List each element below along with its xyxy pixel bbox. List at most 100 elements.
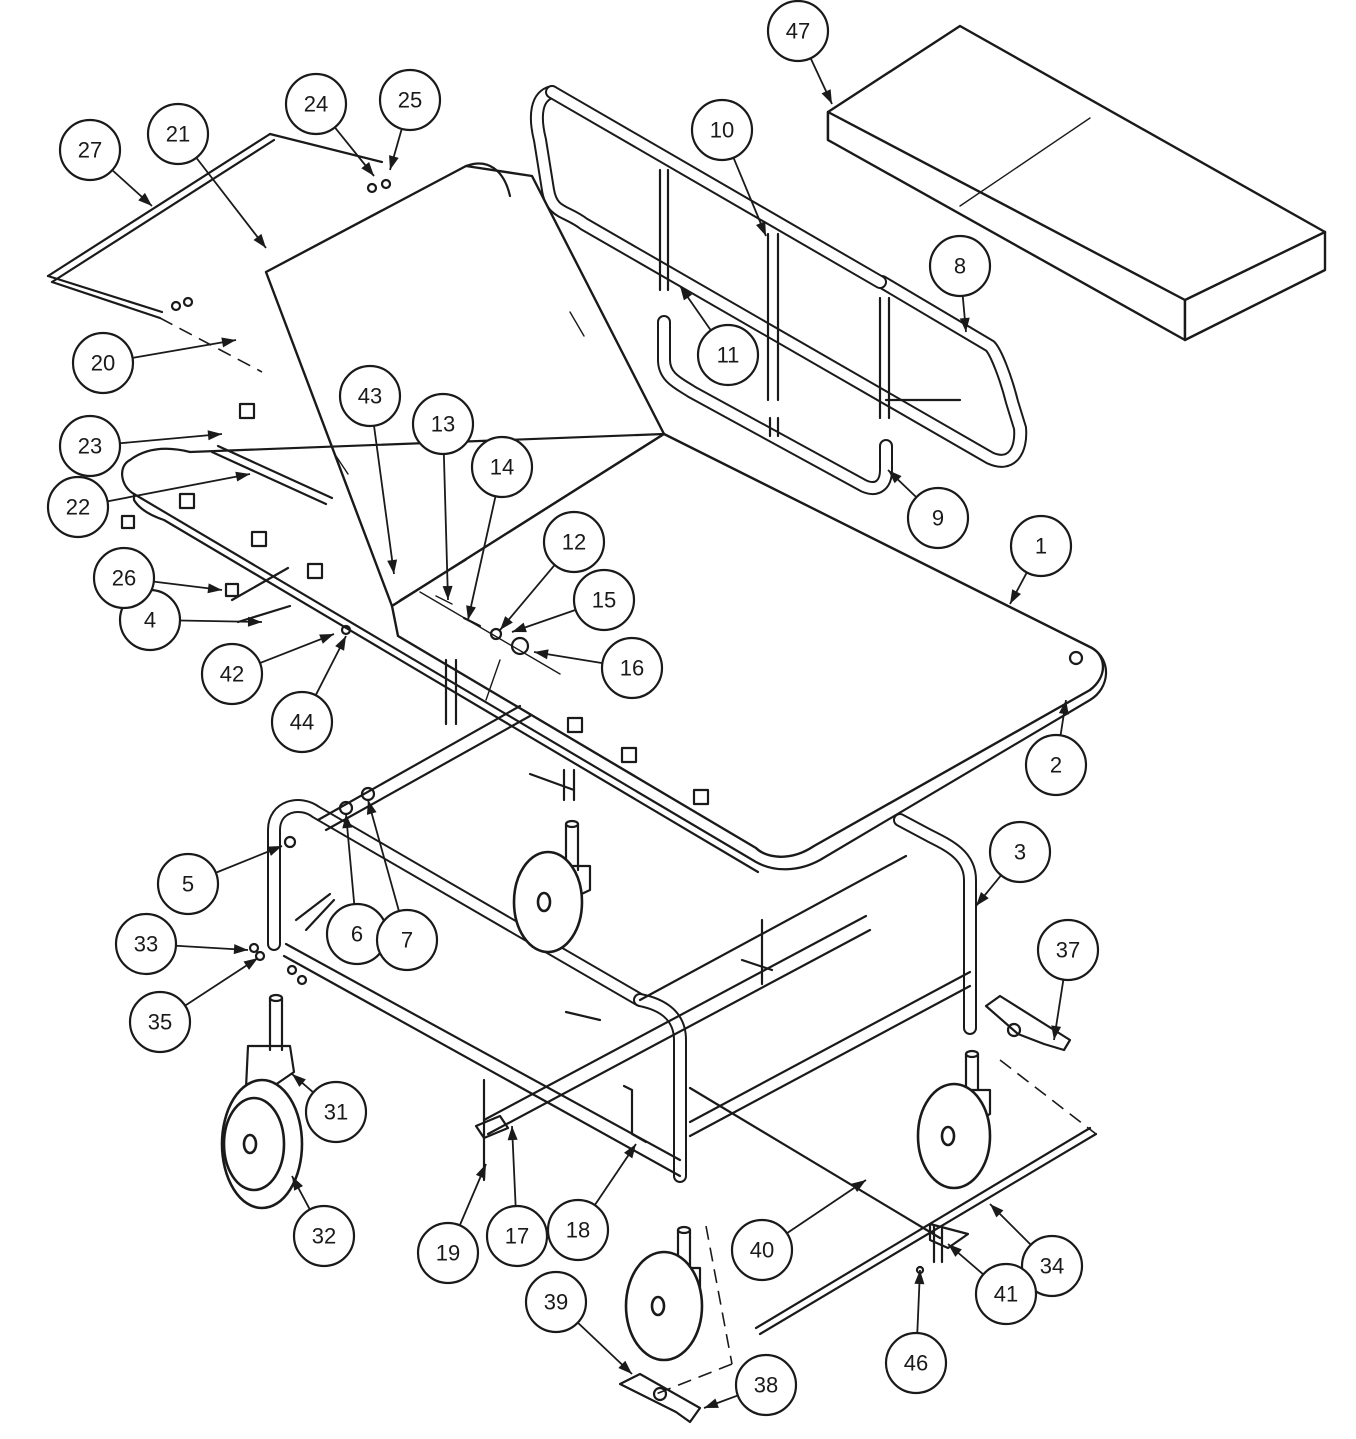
callout-8: 8 bbox=[928, 234, 992, 333]
callout-31: 31 bbox=[291, 1073, 368, 1144]
callout-16: 16 bbox=[533, 636, 664, 700]
callout-3: 3 bbox=[975, 820, 1052, 907]
callout-arrowhead bbox=[990, 1204, 1004, 1218]
callout-arrowhead bbox=[618, 1360, 632, 1374]
callout-circle bbox=[338, 364, 402, 428]
callout-leader-line bbox=[132, 339, 237, 359]
callout-number: 12 bbox=[562, 530, 586, 555]
callout-circle bbox=[542, 510, 606, 574]
callout-arrowhead bbox=[507, 1126, 518, 1141]
callout-number: 20 bbox=[91, 351, 115, 376]
callout-arrowhead bbox=[253, 233, 266, 248]
callout-33: 33 bbox=[114, 912, 249, 976]
callout-arrowhead bbox=[466, 605, 476, 620]
callout-leader-line bbox=[442, 453, 449, 601]
callout-number: 18 bbox=[566, 1218, 590, 1243]
callout-14: 14 bbox=[466, 435, 534, 621]
callout-circle bbox=[734, 1353, 798, 1417]
callout-37: 37 bbox=[1036, 918, 1100, 1041]
callout-number: 41 bbox=[994, 1282, 1018, 1307]
callout-arrowhead bbox=[138, 192, 152, 206]
callout-circle bbox=[988, 820, 1052, 884]
brake-pedal-right bbox=[984, 994, 1072, 1052]
callout-number: 38 bbox=[754, 1373, 778, 1398]
callout-number: 15 bbox=[592, 588, 616, 613]
callout-leader-line bbox=[195, 157, 267, 249]
callout-number: 16 bbox=[620, 656, 644, 681]
callout-2: 2 bbox=[1024, 699, 1088, 797]
callout-circle bbox=[1020, 1234, 1084, 1298]
callout-number: 33 bbox=[134, 932, 158, 957]
callout-circle bbox=[470, 435, 534, 499]
callout-arrowhead bbox=[976, 891, 989, 906]
callout-21: 21 bbox=[146, 102, 267, 249]
callout-circle bbox=[284, 72, 348, 136]
callout-leader-line bbox=[184, 957, 259, 1007]
callout-number: 39 bbox=[544, 1290, 568, 1315]
brake-linkage bbox=[655, 1059, 1098, 1395]
callout-40: 40 bbox=[730, 1179, 867, 1282]
callout-39: 39 bbox=[524, 1270, 633, 1375]
callout-circle bbox=[375, 908, 439, 972]
callout-arrowhead bbox=[389, 155, 399, 170]
callout-number: 31 bbox=[324, 1100, 348, 1125]
callout-circle bbox=[92, 546, 156, 610]
callout-leader-line bbox=[732, 157, 767, 237]
callout-34: 34 bbox=[989, 1203, 1084, 1298]
callout-27: 27 bbox=[58, 118, 153, 207]
callout-arrowhead bbox=[704, 1398, 719, 1408]
callout-circle bbox=[974, 1262, 1038, 1326]
callout-35: 35 bbox=[128, 957, 259, 1054]
callout-number: 4 bbox=[144, 608, 156, 633]
callout-arrowhead bbox=[914, 1270, 925, 1285]
callout-arrowhead bbox=[821, 89, 832, 104]
callout-arrowhead bbox=[292, 1074, 306, 1087]
callout-circle bbox=[71, 331, 135, 395]
callout-arrowhead bbox=[888, 470, 902, 484]
callout-number: 25 bbox=[398, 88, 422, 113]
callout-circle bbox=[304, 1080, 368, 1144]
callout-number: 26 bbox=[112, 566, 136, 591]
callout-circle bbox=[58, 414, 122, 478]
callout-24: 24 bbox=[284, 72, 375, 177]
callout-number: 13 bbox=[431, 412, 455, 437]
callout-17: 17 bbox=[485, 1125, 549, 1268]
callout-number: 3 bbox=[1014, 840, 1026, 865]
callout-arrowhead bbox=[335, 636, 346, 651]
callout-circle bbox=[1024, 733, 1088, 797]
callout-arrowhead bbox=[624, 1144, 636, 1159]
callout-circle bbox=[928, 234, 992, 298]
callout-circle bbox=[378, 68, 442, 132]
callout-circle bbox=[146, 102, 210, 166]
callout-circle bbox=[572, 568, 636, 632]
callout-arrowhead bbox=[756, 221, 766, 236]
callout-number: 44 bbox=[290, 710, 314, 735]
callout-circle bbox=[270, 690, 334, 754]
callout-number: 40 bbox=[750, 1238, 774, 1263]
callout-arrowhead bbox=[1051, 1025, 1062, 1040]
callout-15: 15 bbox=[511, 568, 636, 633]
callout-arrowhead bbox=[366, 800, 377, 815]
callout-number: 24 bbox=[304, 92, 328, 117]
callout-number: 37 bbox=[1056, 938, 1080, 963]
callout-1: 1 bbox=[1009, 514, 1073, 605]
callout-number: 5 bbox=[182, 872, 194, 897]
callout-circle bbox=[292, 1204, 356, 1268]
callout-arrowhead bbox=[361, 161, 374, 176]
callout-38: 38 bbox=[703, 1353, 798, 1417]
callout-26: 26 bbox=[92, 546, 223, 610]
callout-circle bbox=[696, 323, 760, 387]
callout-arrowhead bbox=[243, 958, 258, 970]
callout-leader-line bbox=[367, 799, 400, 912]
callout-circle bbox=[58, 118, 122, 182]
callout-circle bbox=[546, 1198, 610, 1262]
callout-arrowhead bbox=[534, 649, 549, 660]
callout-46: 46 bbox=[884, 1269, 948, 1395]
callout-leader-line bbox=[786, 1179, 867, 1234]
callout-arrowhead bbox=[959, 317, 970, 332]
callout-circle bbox=[730, 1218, 794, 1282]
callout-25: 25 bbox=[378, 68, 442, 171]
callout-arrowhead bbox=[1010, 589, 1022, 604]
callout-arrowhead bbox=[207, 583, 222, 594]
callout-arrowhead bbox=[387, 559, 398, 574]
